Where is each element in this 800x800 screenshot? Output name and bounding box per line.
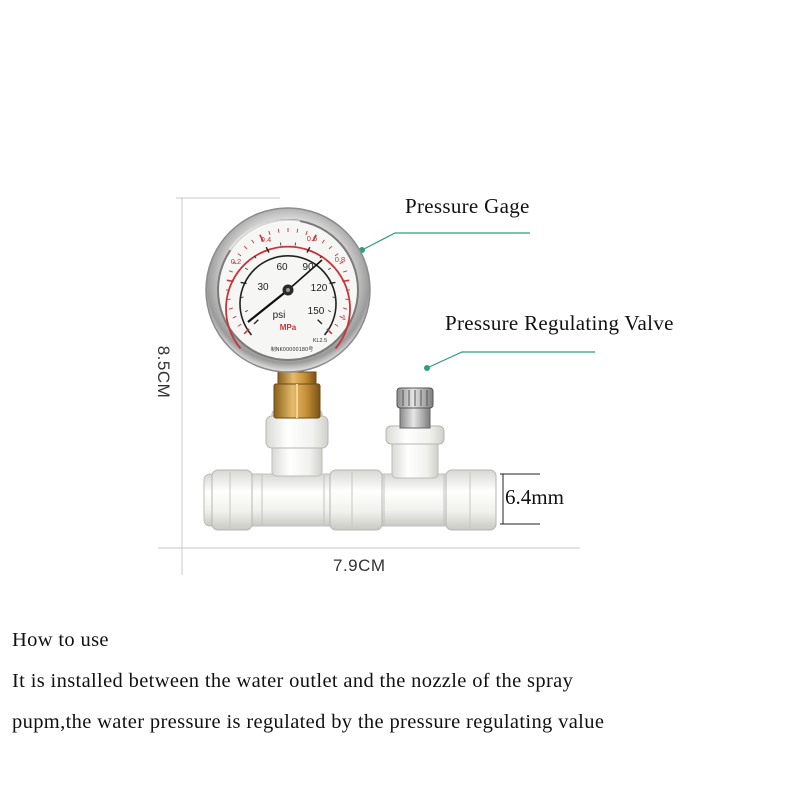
mpa-tick-mark [232,261,237,265]
gauge-needle [247,289,289,323]
psi-tick-mark [253,255,257,259]
mpa-tick-mark [342,279,350,283]
gauge-unit-psi: psi [273,310,286,321]
psi-tick-mark [240,281,247,285]
mpa-tick-label: 0.6 [307,234,317,243]
width-dimension-label: 7.9CM [333,556,386,575]
gauge-unit-mpa: MPa [280,323,297,332]
gauge-serial: 制NK00000180号 [271,346,313,353]
psi-tick-mark [319,255,323,259]
callout-lines [361,232,595,369]
gauge-ticks [226,228,350,335]
usage-instructions: How to use It is installed between the w… [12,620,792,743]
mpa-tick-mark [334,323,339,327]
psi-tick-mark [245,310,249,313]
mpa-tick-mark [237,253,242,257]
mpa-tick-label: 0.8 [335,255,345,264]
valve-knob [396,387,434,409]
psi-tick-mark [245,267,249,270]
mpa-tick-mark [339,261,344,265]
psi-tick-label: 150 [308,306,325,317]
mpa-tick-mark [226,298,231,301]
height-dimension-label: 8.5CM [154,345,173,399]
dimension-guides [158,197,580,575]
mpa-tick-mark [277,228,280,233]
mpa-tick-mark [334,253,339,257]
psi-tick-mark [327,310,331,313]
callout-dot-valve [424,365,430,371]
mpa-tick-mark [228,307,233,310]
mpa-tick-mark [321,239,325,244]
product-illustration: 0.2 0.4 0.6 0.8 1 30 60 90 120 150 psi M… [158,197,595,575]
psi-tick-mark [253,319,259,325]
mpa-tick-mark [345,298,350,301]
psi-tick-mark [327,267,331,270]
mpa-tick-mark [228,270,233,273]
psi-tick-mark [306,246,311,253]
pressure-regulating-valve [385,387,445,479]
gauge-tee-stem [265,409,329,477]
psi-tick-label: 30 [257,282,269,293]
regulating-valve-label: Pressure Regulating Valve [445,311,674,335]
mpa-tick-mark [339,315,344,319]
usage-line-1: It is installed between the water outlet… [12,670,574,692]
mpa-tick-mark [232,315,237,319]
mpa-tick-mark [259,234,264,242]
mpa-tick-mark [243,245,248,250]
mpa-tick-mark [268,230,271,235]
psi-tick-mark [329,281,336,285]
mpa-tick-mark [343,307,348,310]
pressure-gauge: 0.2 0.4 0.6 0.8 1 30 60 90 120 150 psi M… [205,207,371,373]
mpa-tick-mark [343,270,348,273]
mpa-tick-label: 1 [342,313,346,322]
psi-tick-mark [265,246,270,253]
psi-tick-label: 60 [276,262,288,273]
tee-fitting-assembly [203,469,497,531]
psi-tick-mark [317,319,323,325]
pressure-gage-label: Pressure Gage [405,194,530,218]
tube-size-bracket [500,473,540,525]
brass-connector [273,371,321,419]
usage-line-2: pupm,the water pressure is regulated by … [12,711,605,733]
mpa-tick-mark [305,230,308,235]
mpa-tick-mark [326,328,333,335]
mpa-tick-mark [243,328,250,335]
usage-heading: How to use [12,629,109,651]
mpa-tick-mark [251,239,255,244]
mpa-tick-label: 0.2 [231,257,241,266]
mpa-tick-mark [312,234,317,242]
mpa-tick-mark [237,323,242,327]
gauge-class-mark: KL2.5 [313,338,327,344]
psi-tick-label: 120 [311,283,328,294]
psi-tick-label: 90 [302,262,314,273]
mpa-tick-label: 0.4 [261,235,271,244]
tube-size-label: 6.4mm [505,485,564,509]
mpa-tick-mark [296,228,299,233]
mpa-tick-mark [328,245,333,250]
mpa-tick-mark [226,279,234,283]
